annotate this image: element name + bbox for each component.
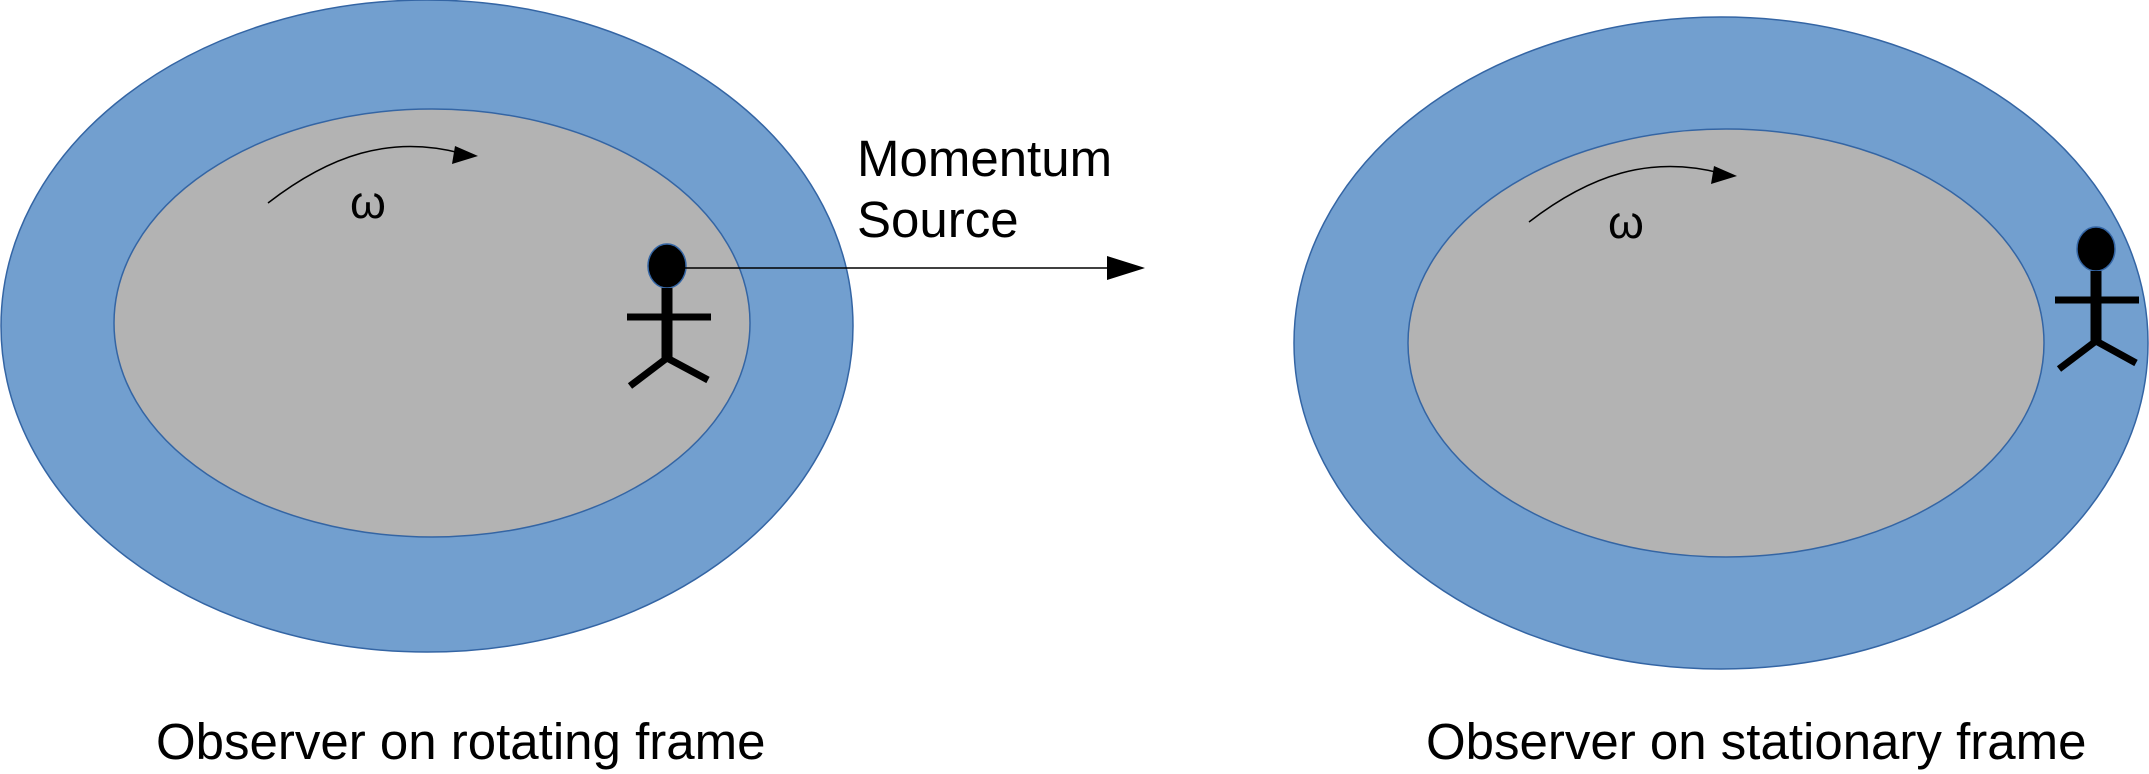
- left-omega-label: ω: [350, 176, 386, 228]
- momentum-source-arrowhead: [1107, 256, 1145, 280]
- right-caption: Observer on stationary frame: [1426, 713, 2086, 770]
- left-inner-disk: [113, 108, 751, 538]
- momentum-source-label-line2: Source: [857, 191, 1019, 248]
- right-rotation-arrowhead: [1711, 166, 1737, 184]
- right-observer-figure: [2055, 226, 2139, 372]
- left-observer-leg-left: [627, 355, 670, 389]
- left-rotation-arrowhead: [452, 146, 478, 164]
- momentum-source: Momentum Source: [684, 130, 1145, 280]
- right-observer-head: [2076, 226, 2116, 272]
- right-rotation-arrow: [1528, 165, 1721, 223]
- right-omega-label: ω: [1608, 196, 1644, 248]
- momentum-source-label-line1: Momentum: [857, 130, 1112, 187]
- left-panel: ω Observer on rotating frame: [0, 0, 854, 770]
- right-inner-disk: [1407, 128, 2045, 558]
- right-observer-leg-left: [2056, 338, 2099, 372]
- right-panel: ω Observer on stationary frame: [1293, 16, 2149, 770]
- left-observer-head: [647, 243, 687, 289]
- left-caption: Observer on rotating frame: [156, 713, 765, 770]
- right-observer-leg-right: [2094, 337, 2138, 367]
- left-observer-figure: [627, 243, 711, 389]
- left-observer-leg-right: [665, 354, 710, 384]
- left-rotation-arrow: [267, 145, 461, 204]
